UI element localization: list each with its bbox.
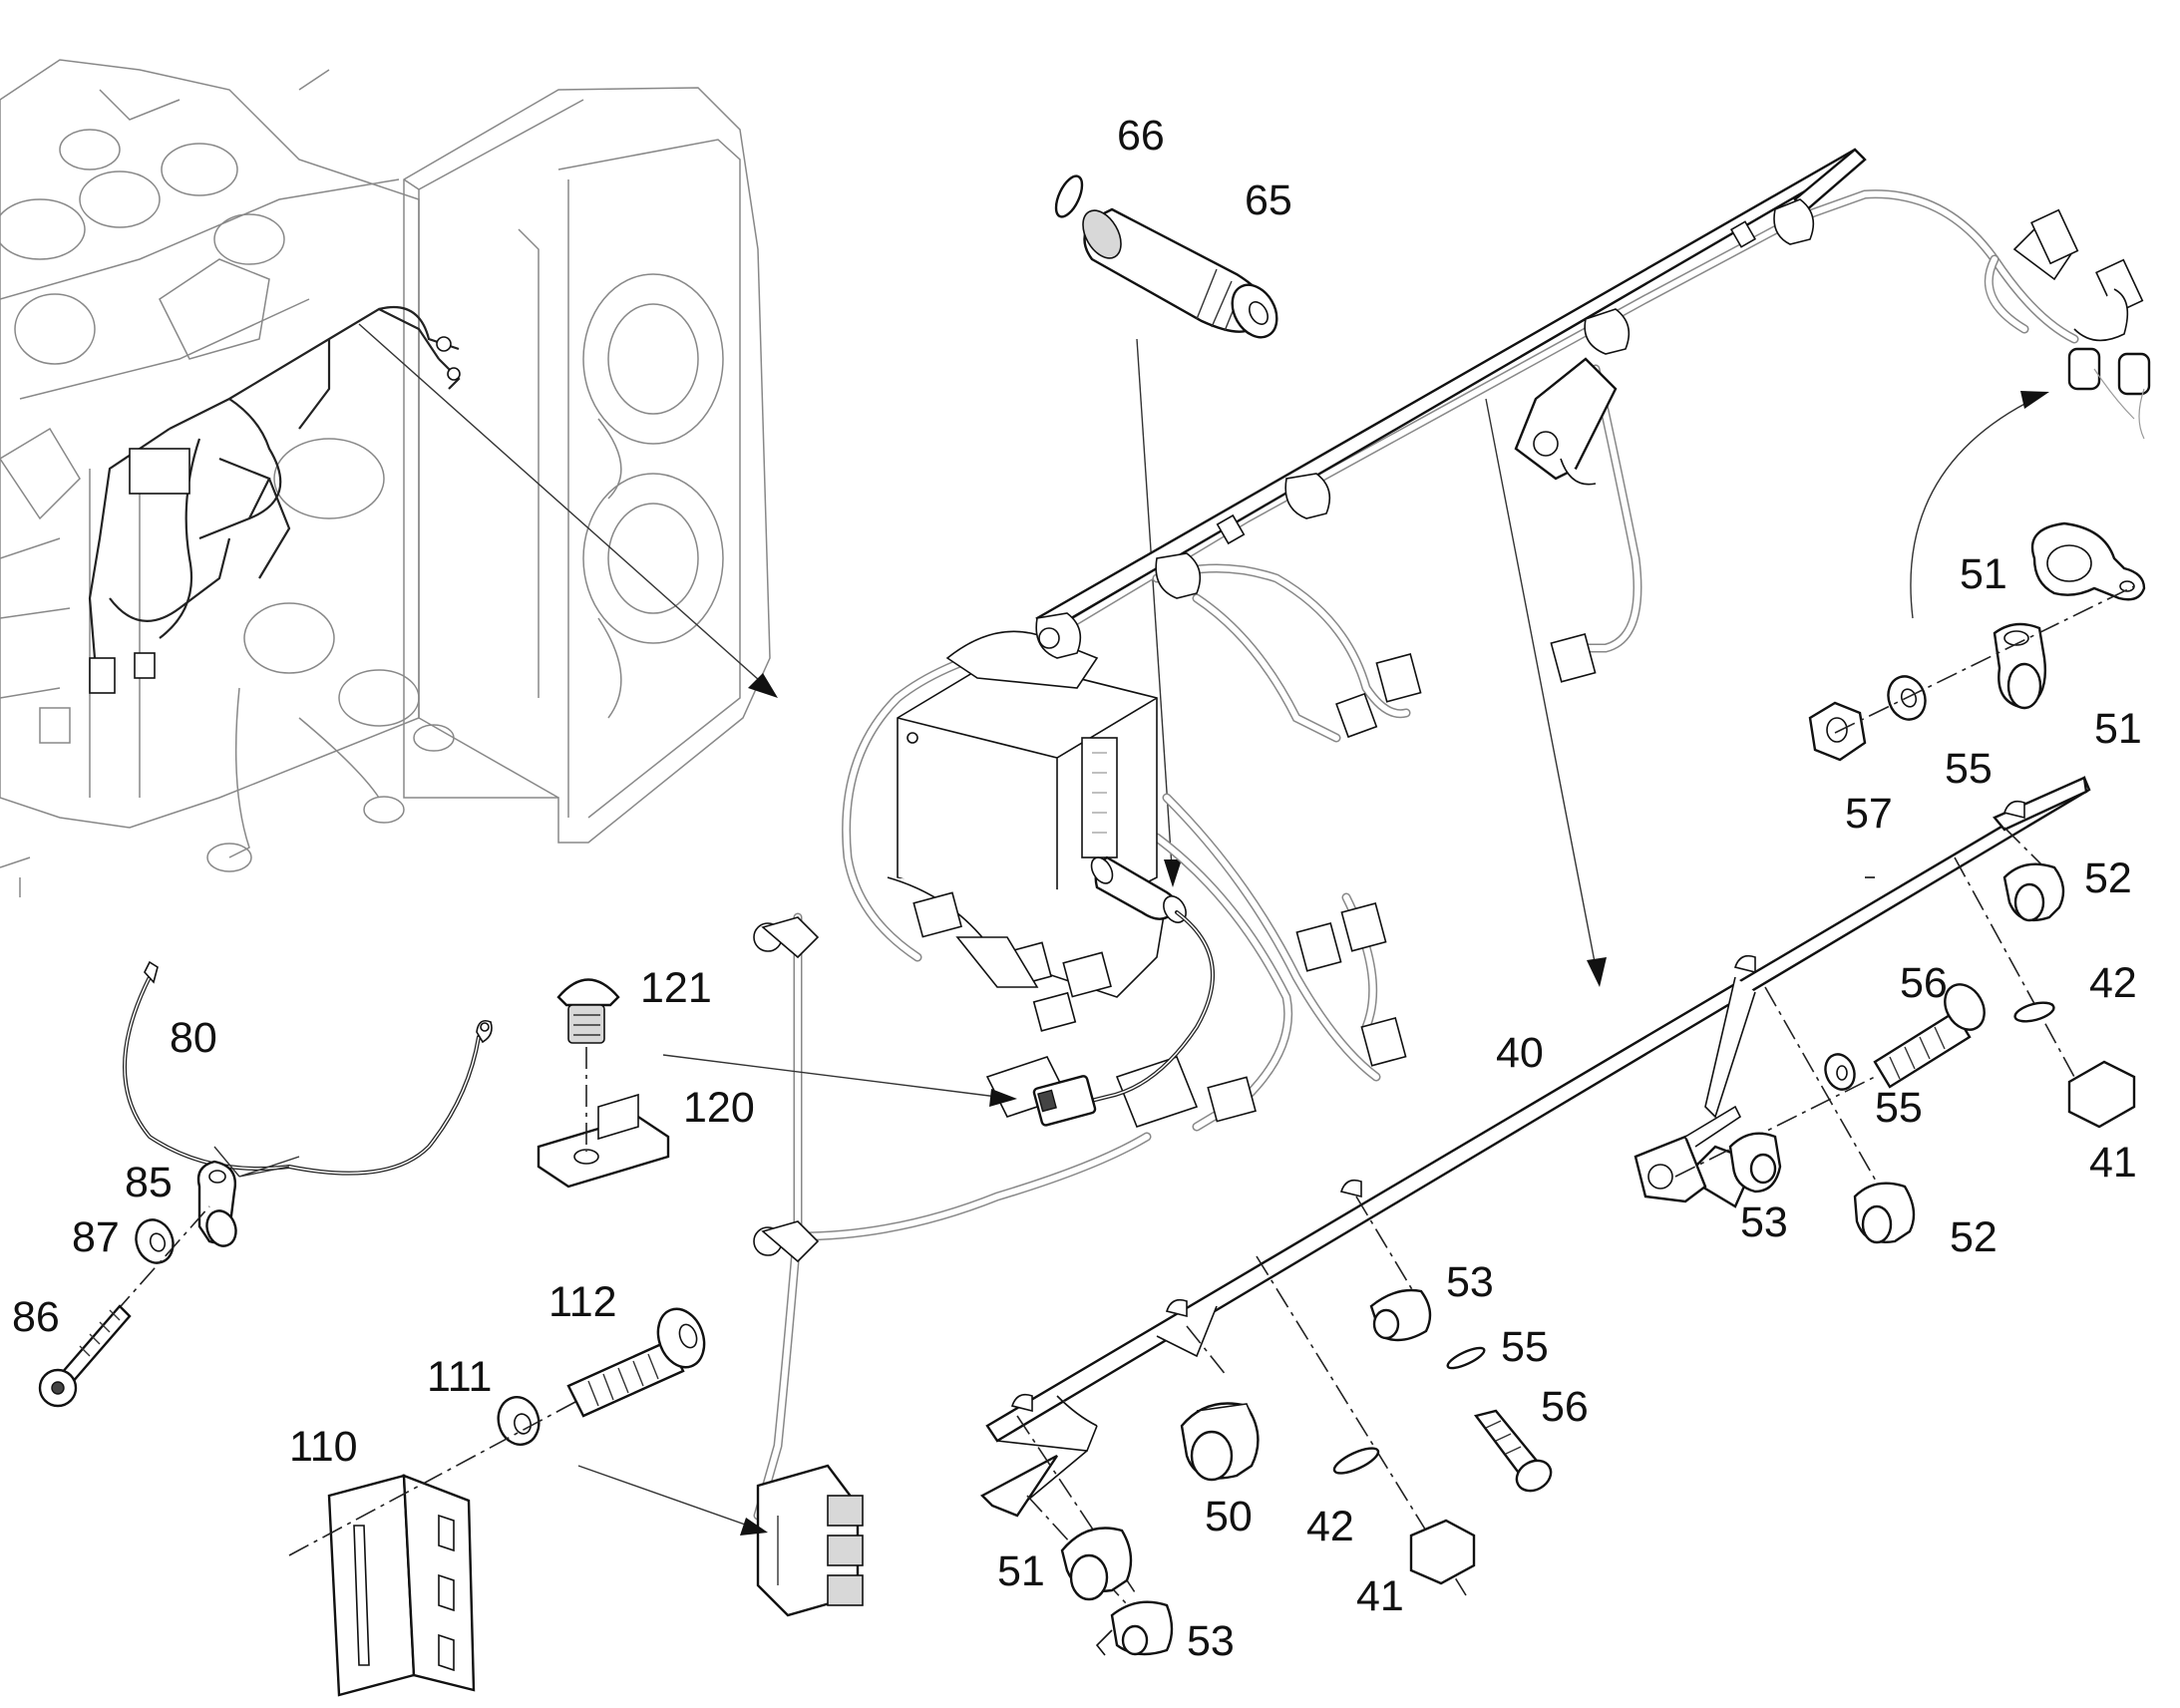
clamp-50 [1180,1402,1260,1482]
engine-wiring-overview [88,305,461,694]
assembly-axes [1016,827,2075,1616]
engine-assembly-overview [0,59,771,897]
callout-55-mid: 55 [1875,1084,1923,1132]
nut-41-upper [2067,1060,2136,1129]
clamp-51-mid [1993,622,2046,710]
callout-labels: 66 65 121 120 80 85 87 86 112 111 110 40… [12,112,2142,1665]
callout-120: 120 [683,1084,755,1132]
callout-53-lower: 53 [1187,1617,1235,1665]
callout-80: 80 [170,1014,217,1062]
main-wiring-harness [753,148,2151,1617]
bracket-110 [327,1474,476,1697]
bolt-56-lower [1473,1409,1553,1493]
callout-52-upper: 52 [2084,854,2132,902]
callout-87: 87 [72,1213,120,1261]
callout-51-top: 51 [1960,550,2007,598]
screw-86 [38,1205,210,1408]
retainer-120 [537,1047,670,1189]
callout-110: 110 [289,1423,358,1471]
callout-112: 112 [548,1278,617,1326]
callout-50: 50 [1205,1493,1253,1540]
callout-51-lower: 51 [997,1547,1045,1595]
clamp-53-lower-mid [1369,1288,1432,1342]
callout-51-mid: 51 [2094,705,2142,753]
callout-56-lower: 56 [1541,1383,1589,1431]
nut-41-lower [1409,1519,1476,1585]
washer-87 [135,1218,175,1264]
o-ring-66 [1054,174,1084,218]
washer-55-mid [1824,1053,1856,1091]
callout-121: 121 [640,964,712,1012]
callout-42-lower: 42 [1306,1503,1354,1550]
callout-41-lower: 41 [1356,1572,1404,1620]
callout-42-upper: 42 [2089,959,2137,1007]
harness-rail-pointer [1485,398,1607,987]
axis-line-top [1834,585,2135,734]
callout-41-upper: 41 [2089,1139,2137,1187]
pressure-sensor-65 [1082,207,1278,339]
sensor-pointer-line [1136,338,1182,887]
clip-121 [556,978,620,1044]
callout-53-mid: 53 [1740,1198,1788,1246]
callout-85: 85 [125,1159,173,1206]
clamp-85 [196,1160,237,1247]
washer-111 [497,1396,541,1446]
bracket-pointer [577,1465,768,1536]
bolt-56-upper [1873,983,1986,1089]
clamp-51-top [2030,521,2146,601]
clamp-53-lower [1095,1600,1174,1656]
clamp-51-lower [1060,1527,1133,1601]
callout-40: 40 [1496,1029,1544,1077]
bolt-112 [288,1307,706,1556]
callout-53-lower-mid: 53 [1446,1258,1494,1306]
bracket-rail-40 [980,776,2091,1518]
washer-42-upper [2013,1001,2055,1023]
callout-55-top: 55 [1945,745,1993,793]
ground-cable-80 [123,960,493,1176]
callout-111: 111 [427,1353,492,1401]
callout-86: 86 [12,1293,60,1341]
callout-65: 65 [1245,176,1292,224]
clamp-52-lower [1853,1182,1916,1244]
callout-56-upper: 56 [1900,959,1948,1007]
retainer-pointer [662,1054,1017,1107]
clip-detail-arrow [1910,391,2049,619]
callout-52-lower: 52 [1950,1213,1998,1261]
callout-55-lower: 55 [1501,1323,1549,1371]
washer-42-lower [1332,1447,1380,1475]
clamp-53-mid [1728,1132,1782,1194]
engine-detail-arrow [358,323,778,698]
cable-pointer-lines [213,1146,300,1178]
clamp-52-upper [2002,862,2065,922]
callout-66: 66 [1117,112,1165,160]
washer-55-lower [1446,1346,1486,1370]
callout-57: 57 [1845,790,1893,838]
